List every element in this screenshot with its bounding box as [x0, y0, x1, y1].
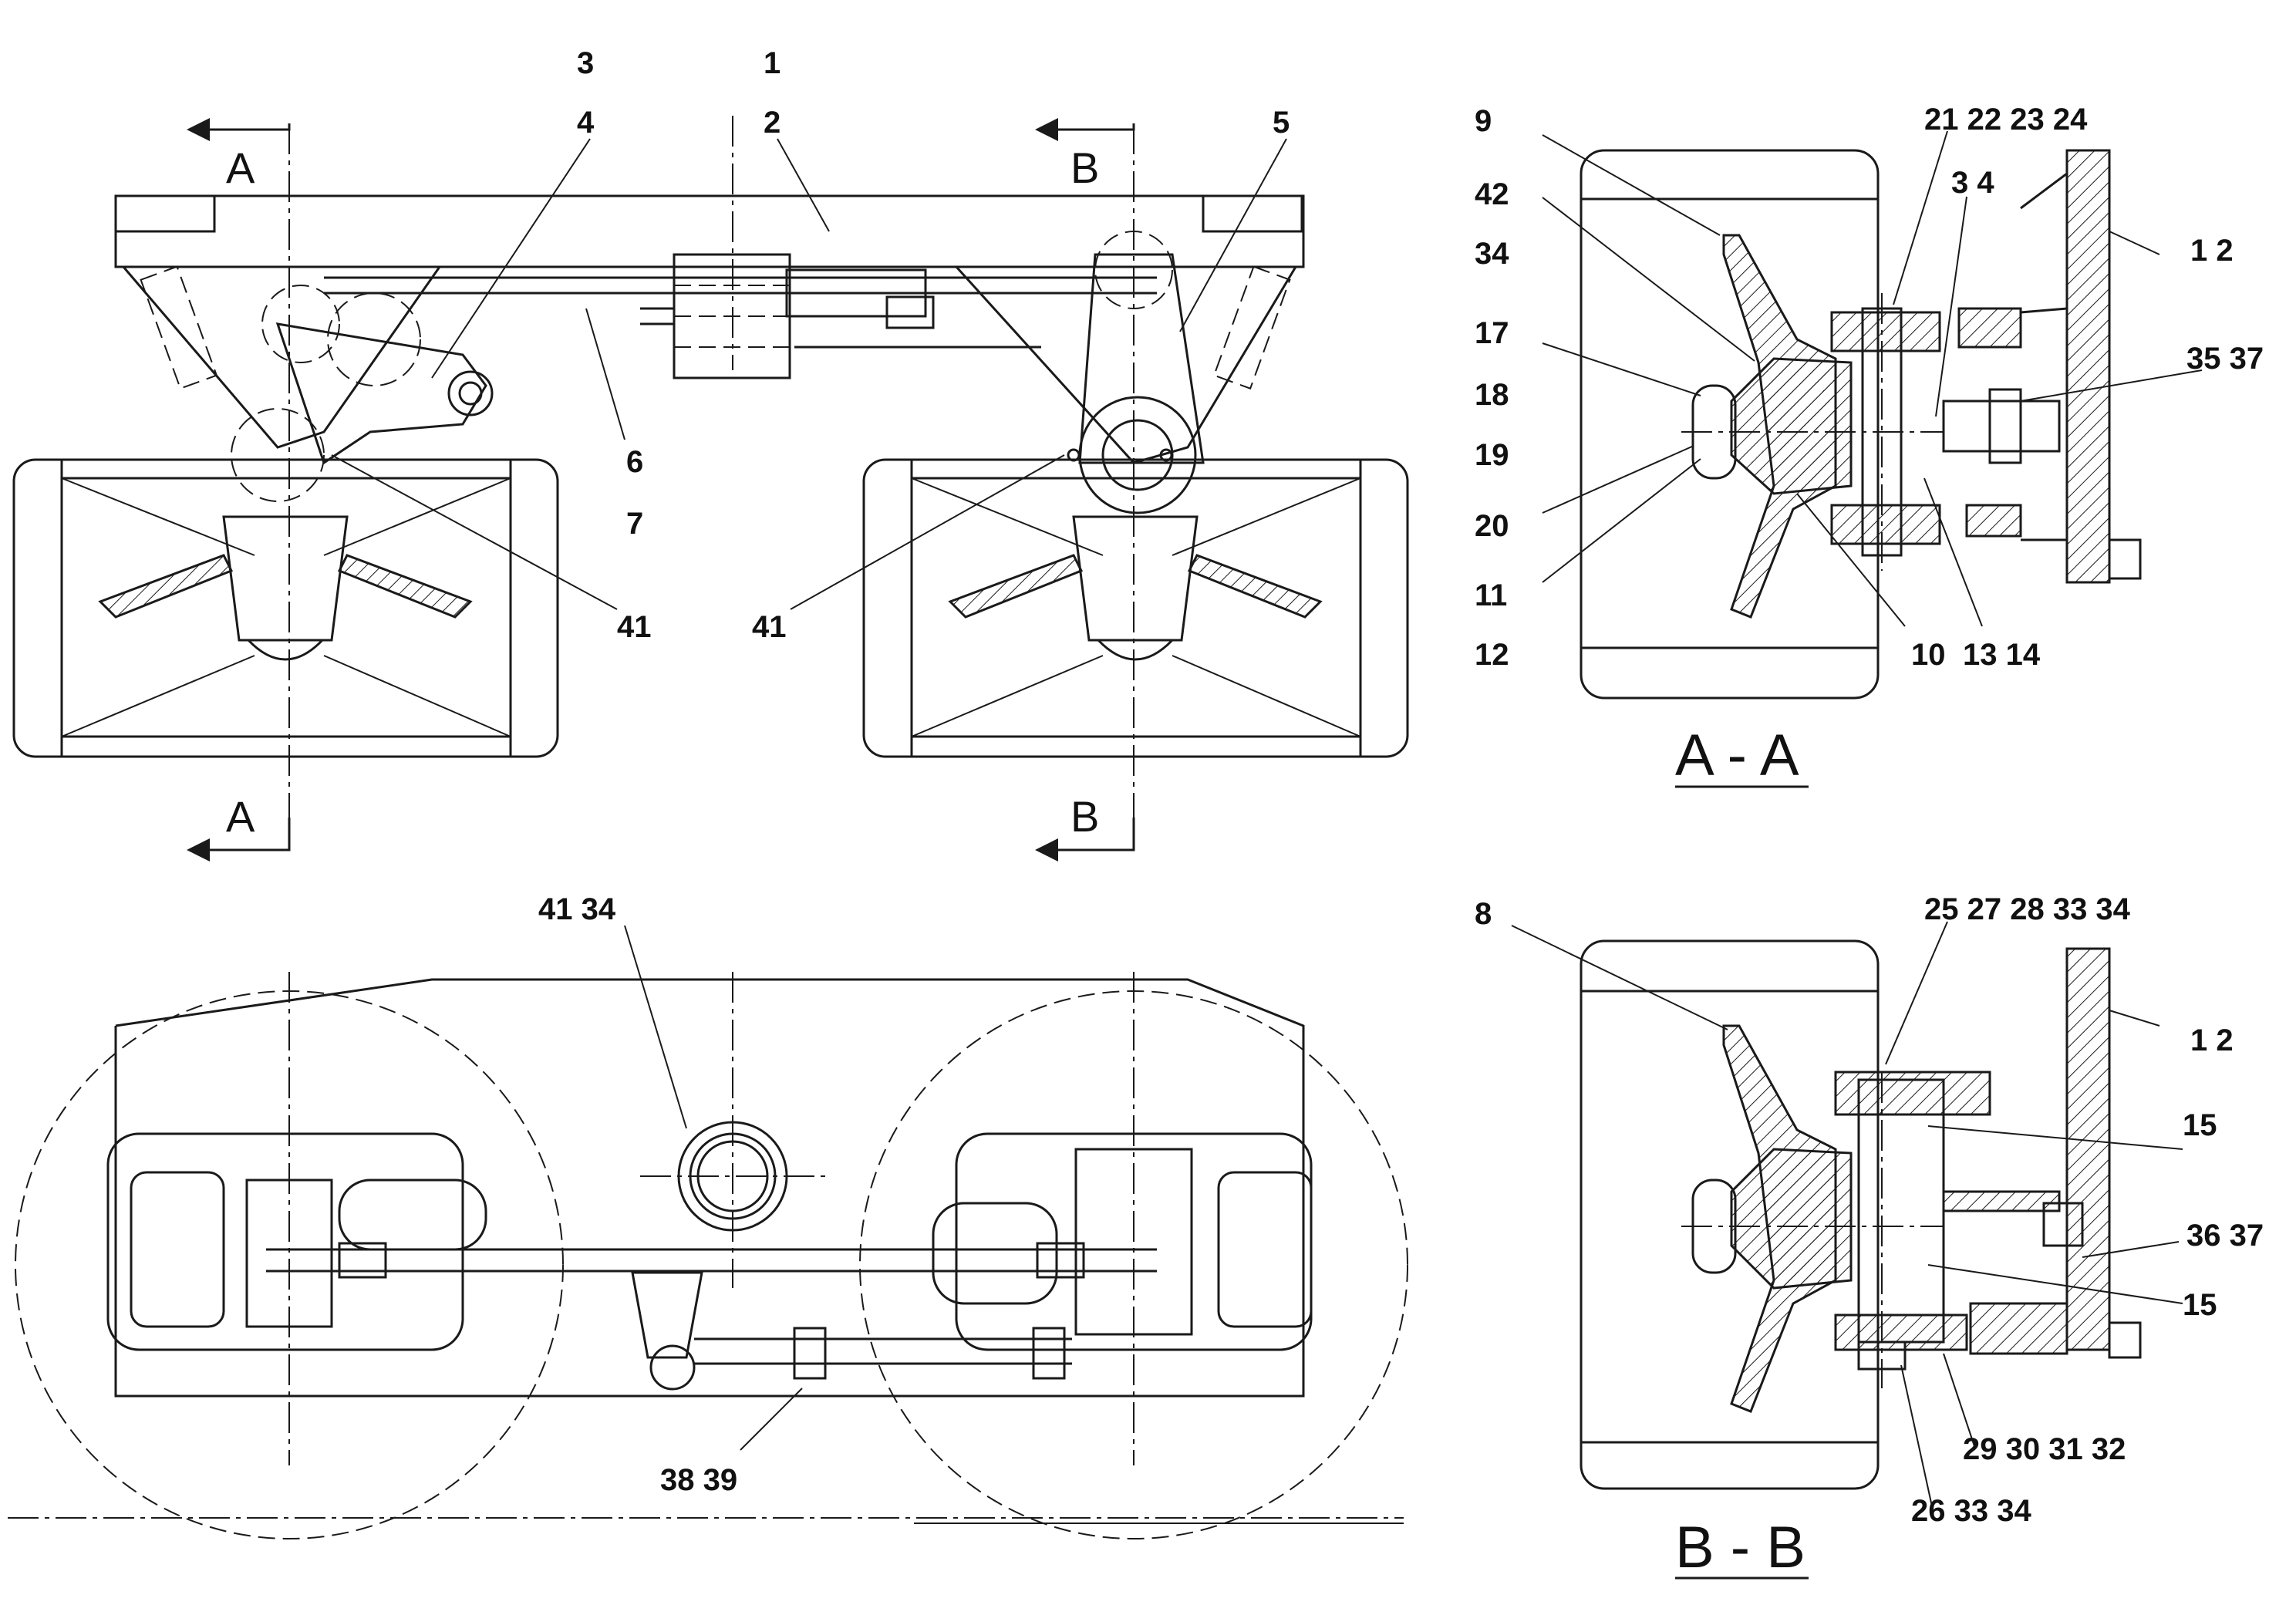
callout-5: 5 — [1273, 106, 1290, 140]
callout-19: 19 — [1475, 438, 1509, 472]
section-marker-b-top: B — [1070, 143, 1099, 192]
callout-17: 17 — [1475, 316, 1509, 350]
callout-41-left: 41 — [617, 610, 652, 644]
callout-4: 4 — [577, 106, 595, 140]
callout-15-upper: 15 — [2183, 1108, 2217, 1142]
plan-view — [8, 925, 1408, 1539]
section-marker-a-bottom: A — [226, 792, 255, 841]
callout-36-37: 36 37 — [2186, 1219, 2264, 1253]
callout-15-lower: 15 — [2183, 1288, 2217, 1322]
callout-8: 8 — [1475, 897, 1492, 931]
callout-1-2: 1 2 — [2190, 234, 2234, 268]
callout-7: 7 — [626, 507, 643, 541]
callout-29-32: 29 30 31 32 — [1963, 1432, 2126, 1466]
callout-1: 1 — [764, 46, 781, 80]
side-view — [12, 116, 1409, 862]
callout-26-34: 26 33 34 — [1911, 1494, 2031, 1528]
callout-41-right: 41 — [752, 610, 787, 644]
callout-38-39: 38 39 — [660, 1463, 737, 1497]
callout-25-34: 25 27 28 33 34 — [1924, 892, 2131, 926]
callout-10: 10 — [1911, 638, 1946, 672]
callout-20: 20 — [1475, 509, 1509, 543]
section-a-a — [1542, 130, 2203, 700]
section-b-b — [1511, 921, 2183, 1507]
callout-6: 6 — [626, 445, 643, 479]
section-marker-b-bottom: B — [1070, 792, 1099, 841]
callout-2: 2 — [764, 106, 781, 140]
section-b-b-title: B - B — [1675, 1515, 1805, 1580]
callout-21-24: 21 22 23 24 — [1924, 103, 2088, 137]
callout-18: 18 — [1475, 378, 1509, 412]
section-a-a-title: A - A — [1675, 723, 1799, 788]
callout-42: 42 — [1475, 177, 1509, 211]
callout-1-2-bb: 1 2 — [2190, 1023, 2234, 1057]
callout-11: 11 — [1475, 578, 1507, 612]
callout-12: 12 — [1475, 638, 1509, 672]
callout-13-14: 13 14 — [1963, 638, 2041, 672]
callout-3: 3 — [577, 46, 594, 80]
section-marker-a-top: A — [226, 143, 255, 192]
callout-34: 34 — [1475, 237, 1509, 271]
callout-9: 9 — [1475, 104, 1492, 138]
callout-41-34: 41 34 — [538, 892, 616, 926]
callout-3-4: 3 4 — [1951, 166, 1994, 200]
callout-35-37: 35 37 — [2186, 342, 2264, 376]
